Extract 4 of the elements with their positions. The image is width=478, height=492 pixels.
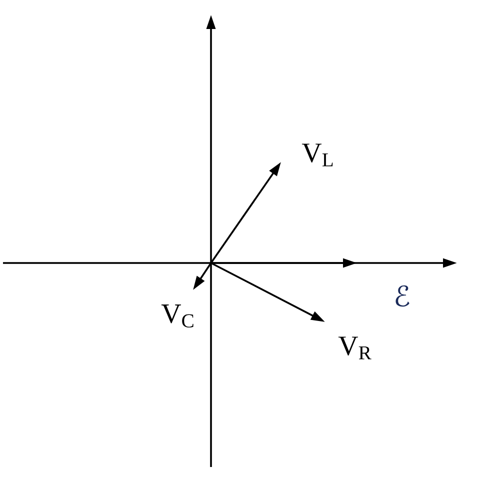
phasor-label: V$_{R}$ (338, 336, 372, 360)
phasor-label: ℰ (396, 285, 410, 307)
phasor-label: V$_{C}$ (161, 304, 194, 328)
phasor-label: V$_{L}$ (302, 144, 333, 166)
